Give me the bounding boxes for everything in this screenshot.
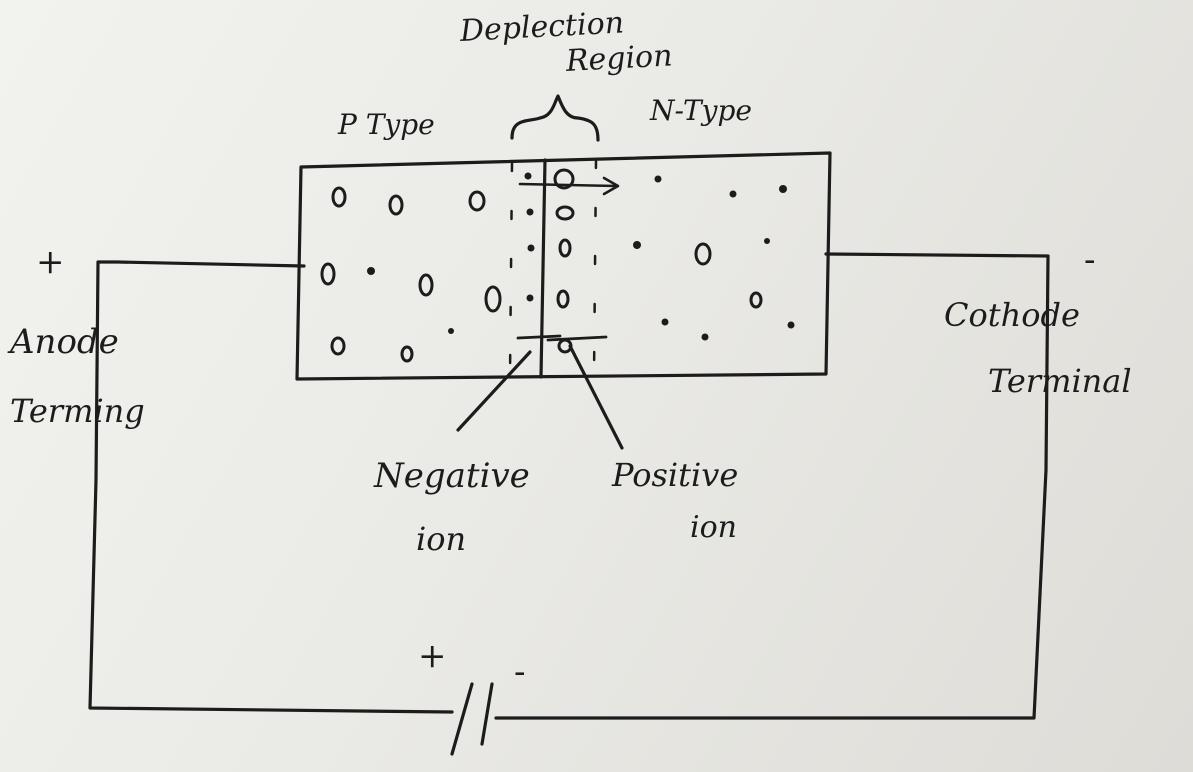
hole [558, 238, 572, 258]
hole [555, 205, 575, 221]
electron [524, 172, 532, 180]
pointer-positive-ion [568, 344, 624, 450]
hole [749, 291, 763, 309]
depletion-boundary-left [508, 161, 514, 378]
hole [468, 190, 486, 212]
ion-bar-negative [516, 334, 562, 340]
electron [701, 333, 709, 341]
anode-wire [88, 260, 454, 714]
depletion-boundary-right [592, 158, 598, 378]
cathode-label: Cothode [944, 296, 1080, 334]
battery-minus-sign: - [514, 652, 526, 692]
junction-line [539, 158, 547, 379]
electron [729, 190, 737, 198]
hole [331, 186, 347, 208]
electron [633, 241, 641, 249]
electron [526, 208, 534, 216]
electron [764, 238, 770, 244]
battery-plate-positive [450, 682, 474, 756]
hole [484, 285, 502, 313]
hole [330, 336, 346, 356]
electrons [367, 172, 795, 341]
n-type-label: N-Type [650, 94, 752, 127]
anode-plus-sign: + [36, 242, 65, 282]
anode-label: Anode [10, 322, 119, 362]
anode-terminal-label: Terming [10, 392, 145, 430]
p-type-label: P Type [338, 108, 435, 141]
negative-ion-label-2: ion [416, 520, 467, 558]
depletion-brace [510, 94, 600, 142]
positive-ion-label: Positive [612, 456, 739, 494]
hole [556, 289, 570, 309]
cathode-terminal-label: Terminal [988, 362, 1132, 400]
electron [654, 175, 662, 183]
battery-plus-sign: + [418, 636, 447, 676]
electron [787, 321, 795, 329]
hole [320, 262, 336, 286]
field-arrow [518, 176, 620, 196]
ion-bar-positive [546, 335, 608, 342]
hole [388, 194, 404, 216]
pointer-negative-ion [456, 350, 532, 432]
electron [448, 328, 454, 334]
hole [418, 273, 434, 297]
cathode-wire [494, 252, 1050, 720]
electron [527, 244, 535, 252]
negative-ion-label: Negative [374, 456, 530, 496]
electron [779, 185, 787, 193]
battery-plate-negative [480, 682, 494, 746]
hole [694, 242, 712, 266]
cathode-minus-sign: - [1084, 240, 1096, 280]
electron [367, 267, 375, 275]
region-label: Region [565, 38, 674, 79]
positive-ion-label-2: ion [690, 510, 737, 545]
electron [661, 318, 669, 326]
semiconductor-block [295, 151, 832, 381]
hole [400, 345, 414, 363]
hole [553, 168, 575, 190]
holes-p-side [320, 168, 763, 363]
electron [526, 294, 534, 302]
hole [557, 338, 573, 354]
